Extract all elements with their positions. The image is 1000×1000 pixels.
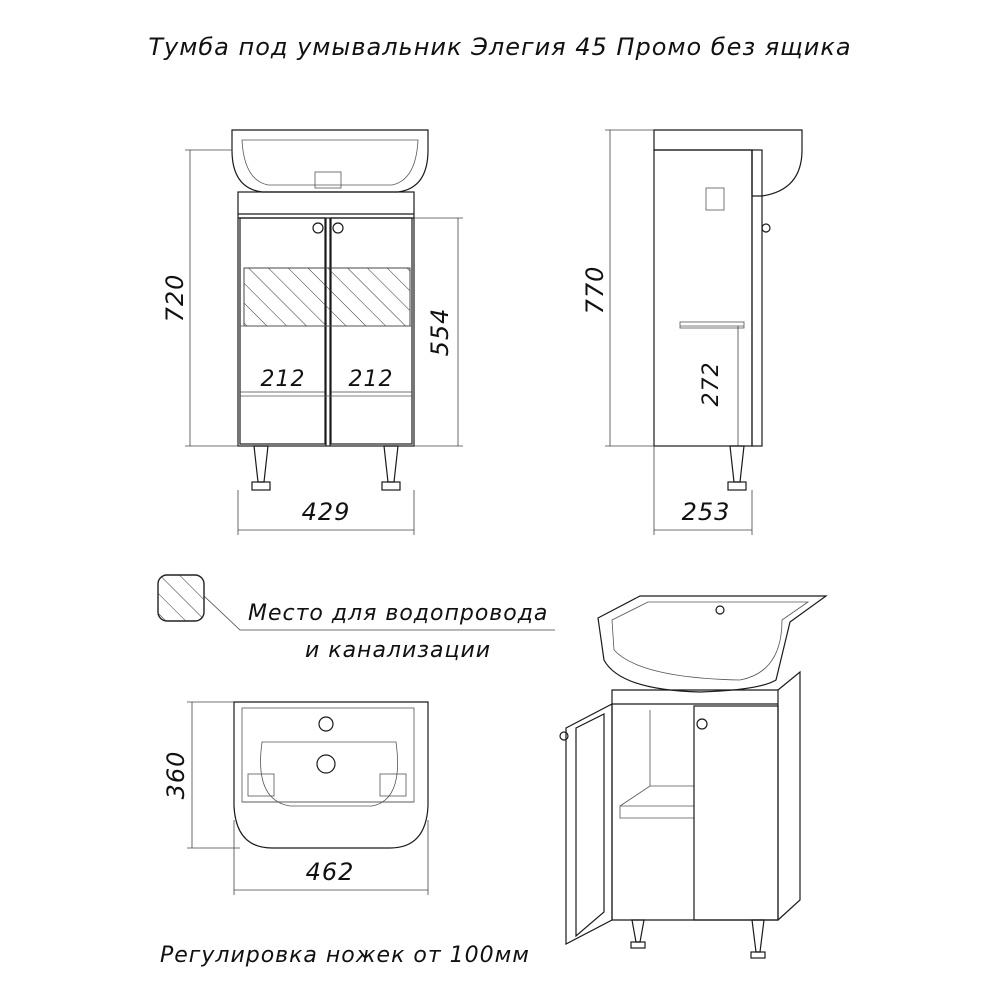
legend: Место для водопровода и канализации [157,574,555,663]
door-width-left-label: 212 [261,367,306,392]
isometric-view [559,595,828,959]
top-view: 360 462 [162,701,429,895]
top-width-label: 462 [306,858,355,886]
door-height-label: 554 [426,308,454,357]
plumbing-zone-swatch [157,574,205,622]
shelf-height-label: 272 [699,362,724,407]
front-view: 720 554 212 212 429 [161,129,463,535]
side-height-label: 770 [581,266,609,315]
door-width-right-label: 212 [349,367,394,392]
legend-line-2: и канализации [305,638,491,663]
footer-note: Регулировка ножек от 100мм [160,943,530,968]
drawing-title: Тумба под умывальник Элегия 45 Промо без… [148,33,851,61]
legend-line-1: Место для водопровода [248,601,548,626]
side-view: 770 272 253 [581,129,803,535]
front-height-label: 720 [161,274,189,323]
side-depth-label: 253 [682,498,731,526]
top-depth-label: 360 [162,751,190,800]
front-width-label: 429 [302,498,351,526]
